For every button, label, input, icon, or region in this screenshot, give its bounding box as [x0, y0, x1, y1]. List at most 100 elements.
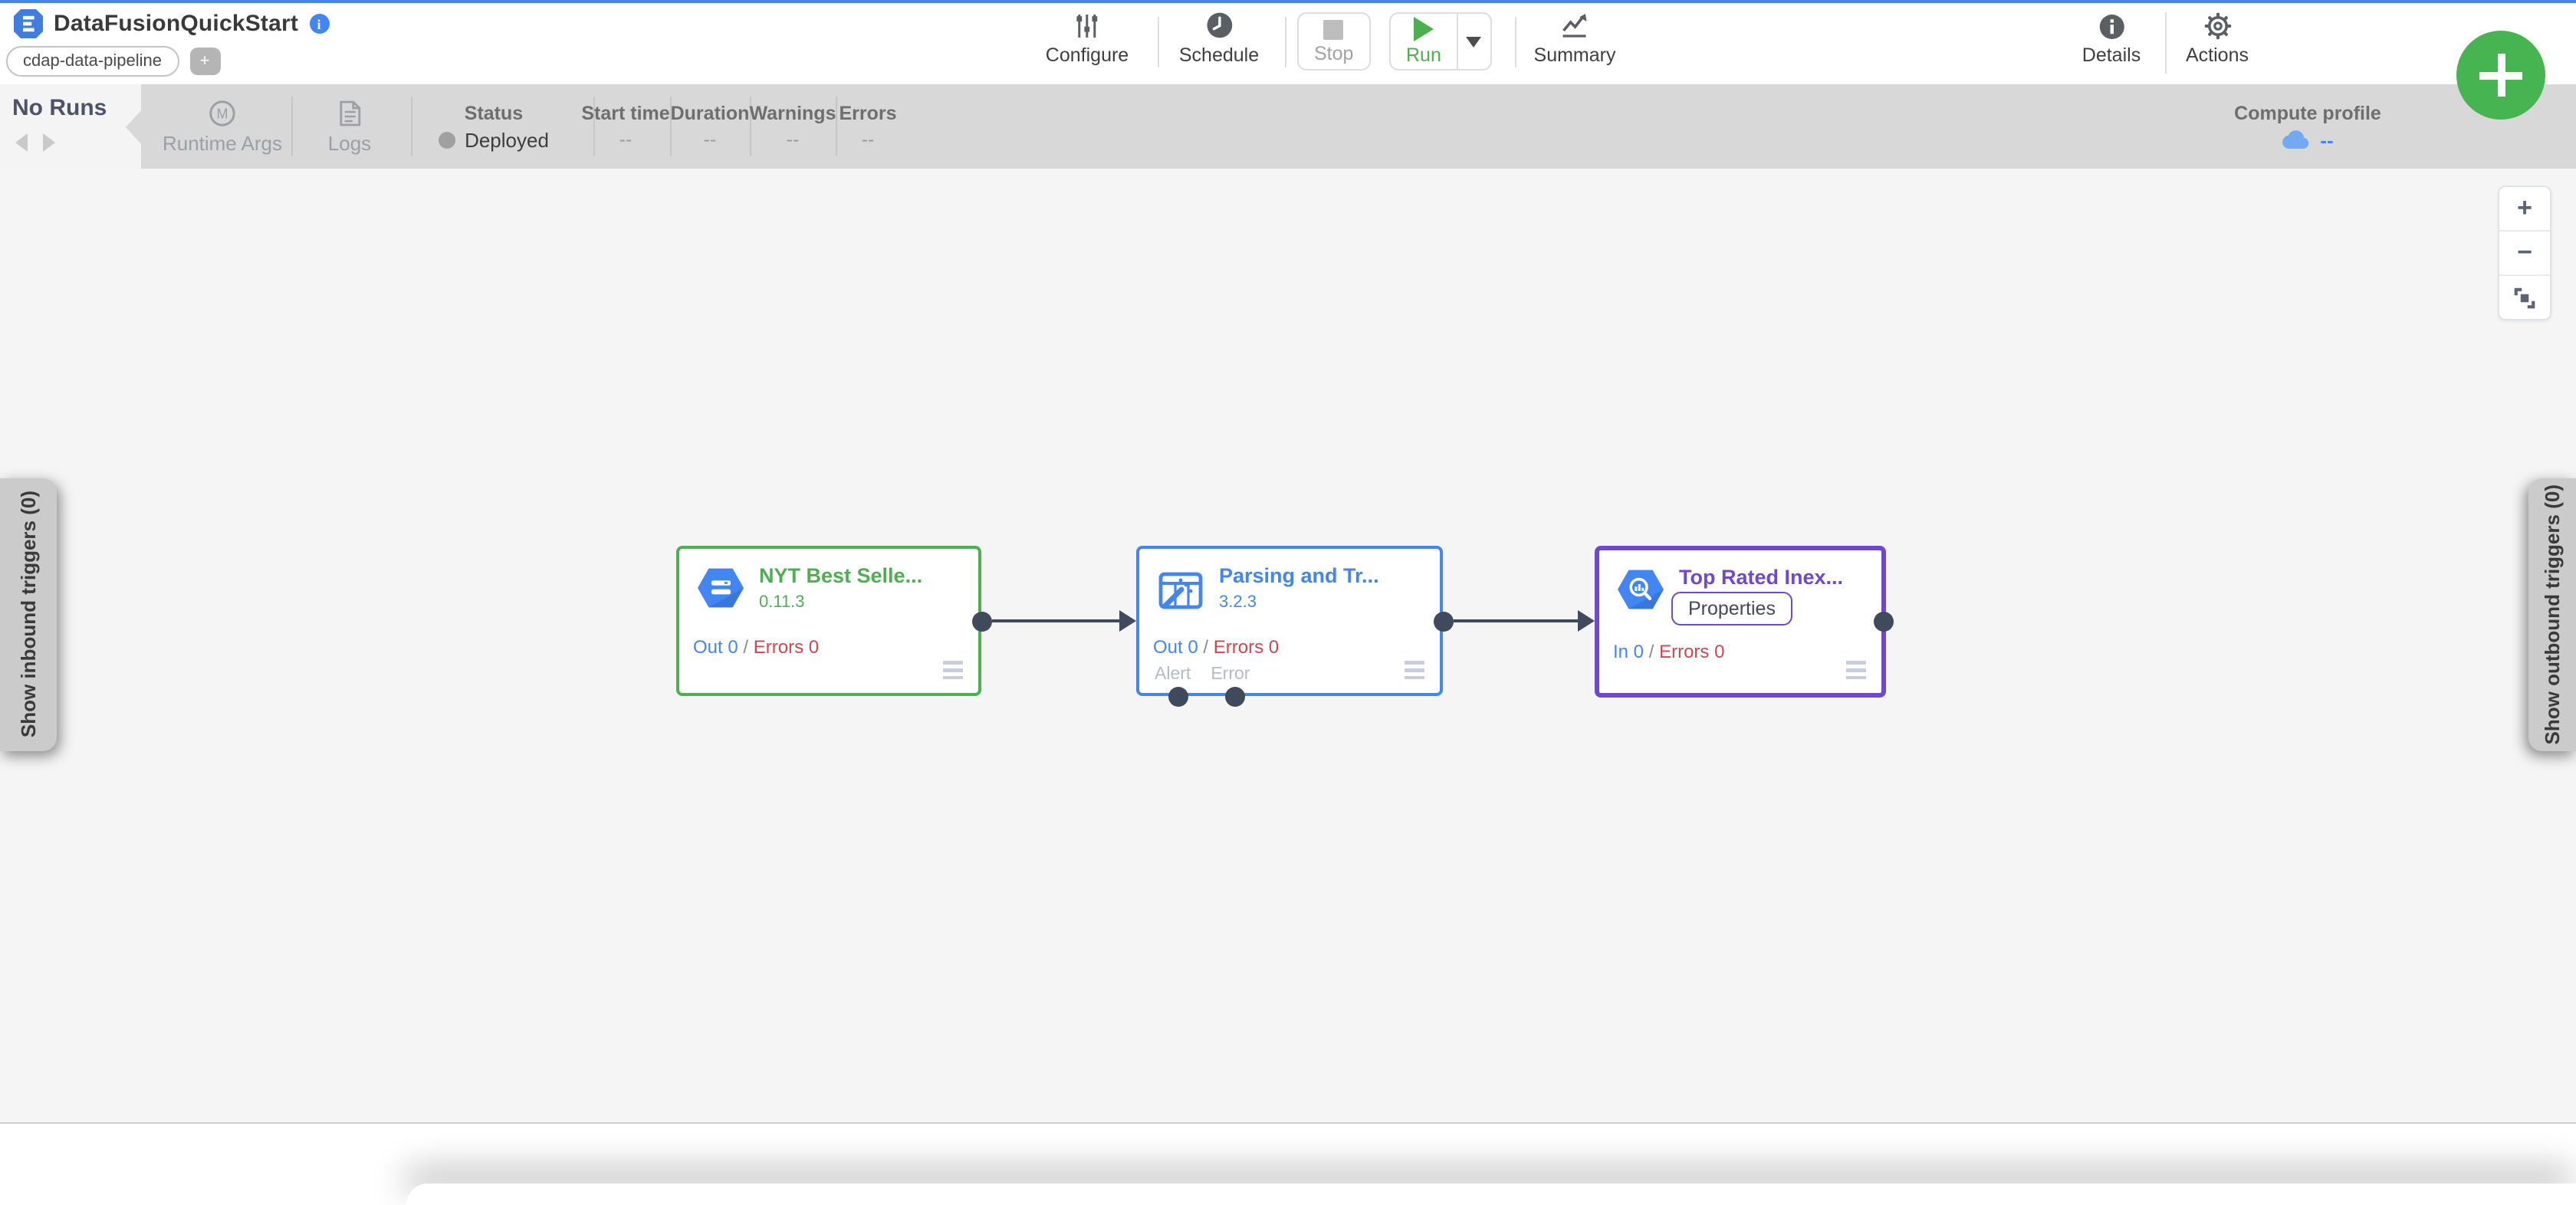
runs-pager-notch	[125, 110, 140, 143]
metric-out[interactable]: Out 0	[693, 636, 738, 658]
show-outbound-triggers-tab[interactable]: Show outbound triggers (0)	[2528, 478, 2576, 751]
schedule-clock-icon	[1204, 11, 1234, 40]
run-button-group: Run	[1389, 12, 1492, 71]
logs-document-icon	[338, 99, 361, 126]
connection-arrow-icon	[1119, 610, 1136, 632]
error-port-label: Error	[1211, 665, 1250, 684]
node-metrics: In 0 / Errors 0	[1613, 641, 1725, 662]
summary-button[interactable]: Summary	[1533, 11, 1616, 66]
node-title: Parsing and Tr...	[1219, 564, 1379, 587]
start-time-block: Start time --	[581, 84, 669, 169]
details-label: Details	[2082, 44, 2141, 66]
show-inbound-triggers-tab[interactable]: Show inbound triggers (0)	[0, 478, 57, 751]
compute-profile-label: Compute profile	[2234, 102, 2381, 123]
connection-line[interactable]	[1454, 619, 1578, 623]
metric-errors[interactable]: Errors 0	[1213, 636, 1280, 658]
pipeline-name: DataFusionQuickStart	[54, 11, 299, 37]
runs-bar-divider	[750, 97, 751, 156]
previous-run-icon[interactable]	[15, 133, 28, 152]
properties-button[interactable]: Properties	[1671, 592, 1792, 625]
status-block: Status Deployed	[439, 84, 549, 169]
node-version: 3.2.3	[1219, 593, 1257, 612]
warnings-label: Warnings	[749, 103, 836, 124]
runs-bar-divider	[291, 97, 293, 156]
fit-to-screen-button[interactable]	[2499, 274, 2550, 319]
stop-label: Stop	[1314, 42, 1354, 64]
node-nyt-best-sellers[interactable]: NYT Best Selle... 0.11.3 Out 0 / Errors …	[676, 546, 981, 696]
configure-label: Configure	[1045, 44, 1129, 66]
next-run-icon[interactable]	[43, 133, 55, 152]
metric-out[interactable]: Out 0	[1153, 636, 1198, 658]
runtime-args-button[interactable]: M Runtime Args	[163, 84, 282, 169]
logs-button[interactable]: Logs	[328, 84, 371, 169]
node-menu-icon[interactable]	[1405, 660, 1424, 679]
warnings-block: Warnings --	[750, 84, 836, 169]
output-port[interactable]	[1433, 611, 1453, 631]
metric-in[interactable]: In 0	[1613, 641, 1644, 662]
wrangler-icon	[1158, 572, 1203, 609]
connection-line[interactable]	[992, 619, 1121, 623]
duration-value: --	[703, 129, 717, 150]
error-port[interactable]	[1224, 687, 1244, 707]
schedule-button[interactable]: Schedule	[1179, 11, 1259, 66]
no-runs-label: No Runs	[12, 95, 107, 121]
warnings-value: --	[786, 129, 800, 150]
status-value: Deployed	[465, 128, 549, 151]
stop-square-icon	[1323, 19, 1344, 39]
add-entity-fab-button[interactable]	[2456, 31, 2545, 120]
errors-label: Errors	[839, 103, 897, 124]
configure-sliders-icon	[1073, 11, 1101, 40]
toolbar-divider	[1515, 17, 1516, 67]
configure-button[interactable]: Configure	[1046, 11, 1129, 66]
toolbar-divider	[2165, 12, 2167, 74]
run-label: Run	[1406, 44, 1441, 66]
compute-profile-block[interactable]: Compute profile --	[2234, 84, 2381, 169]
alert-port[interactable]	[1168, 687, 1188, 707]
run-options-dropdown[interactable]	[1456, 14, 1490, 69]
inbound-triggers-label: Show inbound triggers (0)	[17, 491, 40, 739]
pipeline-info-icon[interactable]: i	[309, 14, 330, 34]
actions-button[interactable]: Actions	[2186, 11, 2249, 66]
runs-bar-divider	[593, 97, 595, 156]
node-menu-icon[interactable]	[1846, 660, 1866, 679]
zoom-in-button[interactable]: +	[2499, 187, 2550, 230]
summary-label: Summary	[1533, 44, 1616, 66]
brand: DataFusionQuickStart i	[14, 9, 330, 38]
node-title: Top Rated Inex...	[1679, 566, 1844, 589]
metric-errors[interactable]: Errors 0	[753, 636, 820, 658]
alert-port-label: Alert	[1155, 665, 1191, 684]
metric-errors[interactable]: Errors 0	[1659, 641, 1725, 662]
run-button[interactable]: Run	[1391, 14, 1457, 69]
top-bar: DataFusionQuickStart i cdap-data-pipelin…	[0, 0, 2576, 84]
run-play-icon	[1413, 17, 1434, 41]
node-top-rated-sink[interactable]: Top Rated Inex... Properties In 0 / Erro…	[1595, 546, 1886, 698]
errors-value: --	[861, 129, 875, 150]
status-label: Status	[464, 102, 524, 123]
chevron-down-icon	[1466, 36, 1482, 47]
outbound-triggers-label: Show outbound triggers (0)	[2541, 484, 2564, 745]
compute-profile-value: --	[2320, 128, 2334, 151]
connection-arrow-icon	[1578, 610, 1595, 632]
stop-button[interactable]: Stop	[1297, 12, 1371, 71]
output-port[interactable]	[1873, 611, 1893, 631]
zoom-out-button[interactable]: −	[2499, 230, 2550, 274]
toolbar-divider	[1158, 17, 1159, 67]
output-port[interactable]	[971, 611, 991, 631]
duration-block: Duration --	[671, 84, 750, 169]
top-accent-line	[0, 0, 2576, 3]
canvas-zoom-controls: + −	[2498, 186, 2551, 320]
runtime-args-icon: M	[209, 99, 236, 126]
add-tag-button[interactable]: +	[189, 48, 221, 75]
status-dot-icon	[439, 131, 456, 148]
node-menu-icon[interactable]	[943, 660, 963, 679]
details-info-icon	[2098, 11, 2124, 40]
node-version: 0.11.3	[759, 593, 805, 612]
svg-text:M: M	[216, 106, 228, 121]
node-port-labels: Alert Error	[1155, 665, 1250, 684]
details-button[interactable]: Details	[2082, 11, 2141, 66]
schedule-label: Schedule	[1178, 44, 1260, 66]
pipeline-tag[interactable]: cdap-data-pipeline	[6, 46, 179, 77]
node-title: NYT Best Selle...	[759, 564, 923, 587]
node-parsing-transform[interactable]: Parsing and Tr... 3.2.3 Out 0 / Errors 0…	[1136, 546, 1443, 696]
